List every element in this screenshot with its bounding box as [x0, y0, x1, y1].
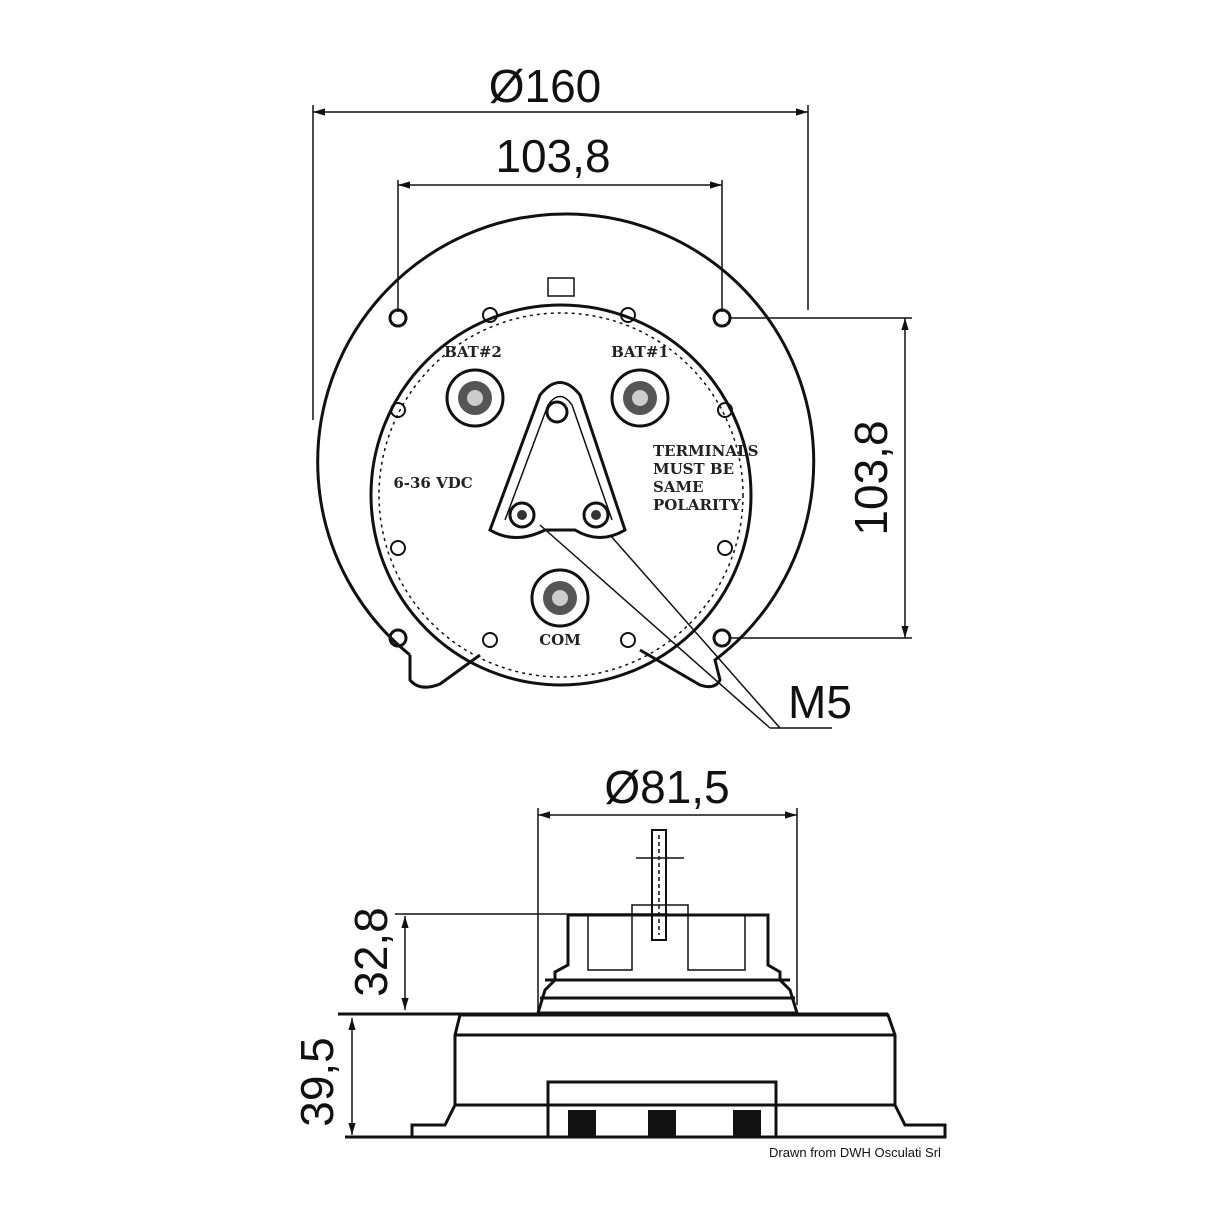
svg-text:103,8: 103,8	[845, 420, 897, 535]
label-bat1: BAT#1	[611, 343, 669, 361]
lower-base	[410, 1013, 947, 1139]
warning-line-1: TERMINALS	[653, 442, 758, 460]
svg-text:Ø160: Ø160	[489, 60, 602, 112]
warning-line-3: SAME	[653, 478, 704, 496]
side-view: Ø81,5 32,8 39,5 Drawn from DWH Osculati …	[291, 761, 947, 1160]
svg-text:39,5: 39,5	[291, 1037, 343, 1127]
warning-line-4: POLARITY	[653, 496, 741, 514]
dim-body-diameter: Ø81,5	[537, 761, 798, 1013]
threaded-studs	[568, 1110, 761, 1137]
dim-upper-height: 32,8	[345, 907, 668, 1010]
terminal-com	[530, 568, 590, 628]
credit-text: Drawn from DWH Osculati Srl	[769, 1145, 941, 1160]
center-nut	[545, 400, 569, 424]
top-notch	[547, 277, 575, 297]
dim-outer-diameter: Ø160	[312, 60, 809, 420]
stud-top	[636, 829, 684, 941]
warning-line-2: MUST BE	[653, 460, 734, 478]
outer-flange	[316, 212, 816, 689]
svg-text:M5: M5	[788, 676, 852, 728]
svg-text:32,8: 32,8	[345, 907, 397, 997]
dim-m5: M5	[539, 524, 852, 729]
inner-body	[369, 303, 753, 687]
top-view: BAT#2 BAT#1 COM 6-36 VDC TERMINALS MUST …	[312, 60, 912, 729]
bus-bar	[488, 381, 627, 539]
dim-lower-height: 39,5	[291, 1018, 356, 1135]
svg-text:103,8: 103,8	[495, 130, 610, 182]
terminal-bat2	[445, 368, 505, 428]
svg-text:Ø81,5: Ø81,5	[604, 761, 729, 813]
dim-hole-spacing-h: 103,8	[397, 130, 723, 312]
label-com: COM	[539, 631, 581, 649]
label-bat2: BAT#2	[444, 343, 502, 361]
screws	[390, 307, 733, 648]
m5-studs	[508, 501, 610, 529]
terminal-bat1	[610, 368, 670, 428]
dim-hole-spacing-v: 103,8	[730, 317, 912, 639]
label-voltage: 6-36 VDC	[393, 474, 472, 492]
